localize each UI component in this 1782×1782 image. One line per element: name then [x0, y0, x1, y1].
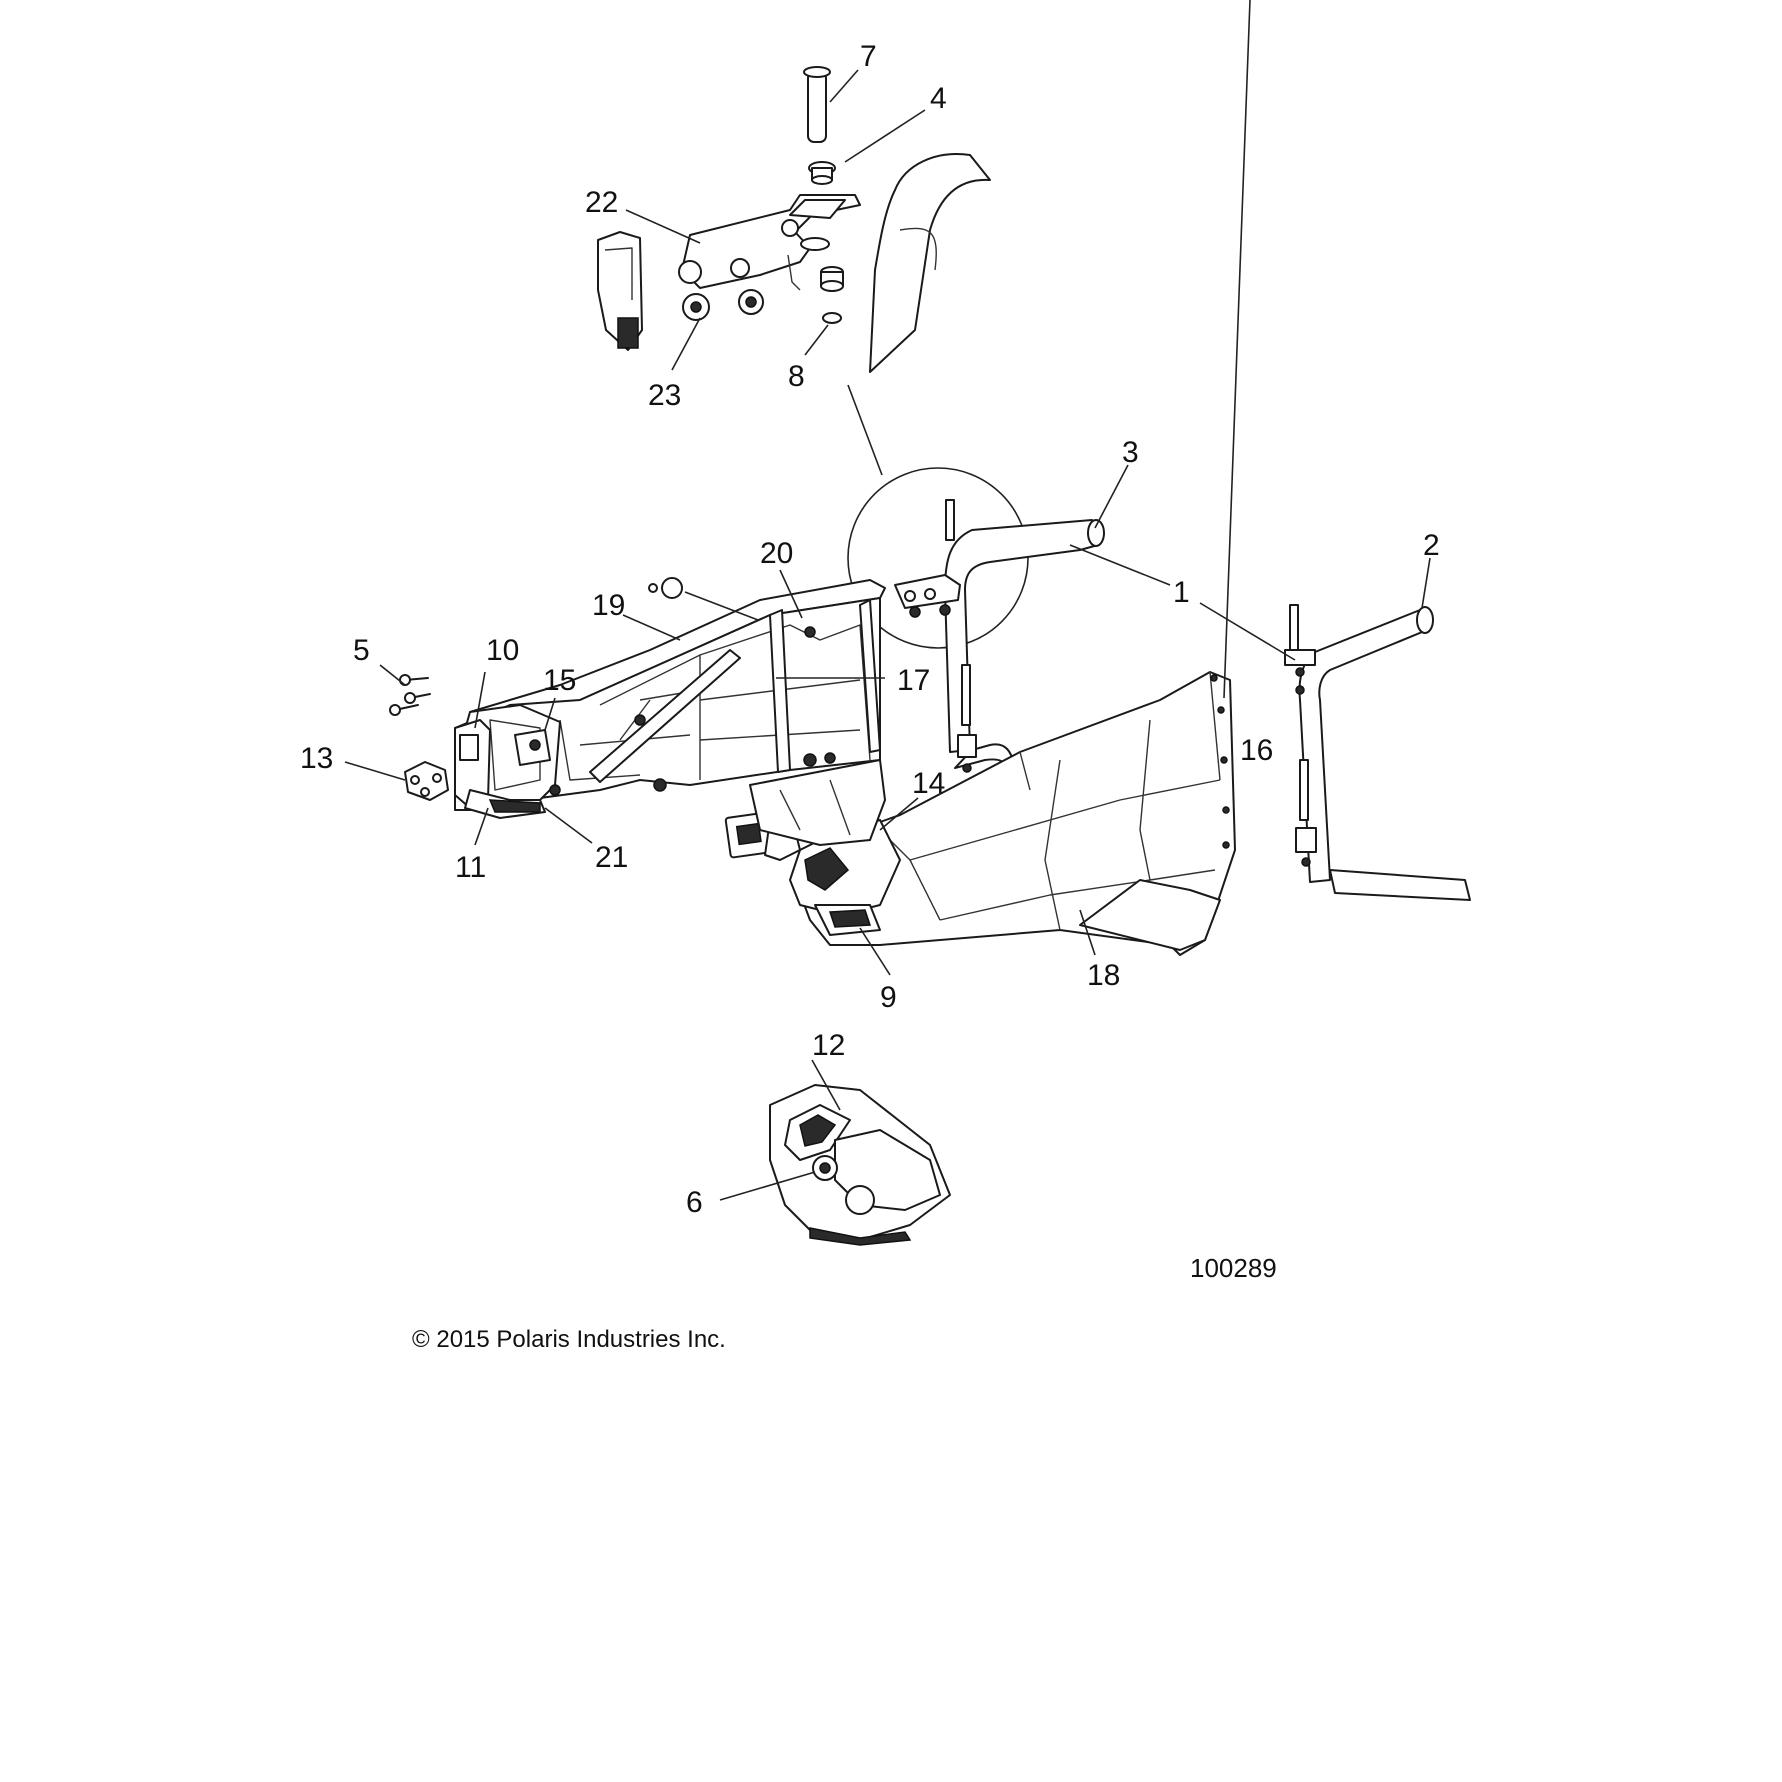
- bushing-part-4: [808, 161, 836, 185]
- callout-22: 22: [585, 186, 618, 219]
- lower-bushing: [820, 266, 844, 292]
- callout-16: 16: [1240, 734, 1273, 767]
- callout-15: 15: [543, 664, 576, 697]
- callout-8: 8: [788, 360, 805, 393]
- callout-19: 19: [592, 589, 625, 622]
- roll-bar-part-3: [894, 499, 1105, 790]
- callout-13: 13: [300, 742, 333, 775]
- hinge-bracket-detail: [597, 66, 991, 373]
- callout-20: 20: [760, 537, 793, 570]
- callout-12: 12: [812, 1029, 845, 1062]
- callout-14: 14: [912, 767, 945, 800]
- callout-11: 11: [455, 851, 486, 884]
- roll-bar-part-2: [1284, 604, 1471, 901]
- callout-18: 18: [1087, 959, 1120, 992]
- body-panel-part-18: [724, 671, 1236, 956]
- callout-1: 1: [1173, 576, 1190, 609]
- callout-23: 23: [648, 379, 681, 412]
- callout-21: 21: [595, 841, 628, 874]
- hinge-bracket-part-22: [678, 194, 861, 291]
- callout-5: 5: [353, 634, 370, 667]
- main-frame: [454, 577, 886, 819]
- callout-7: 7: [860, 40, 877, 73]
- callout-17: 17: [897, 664, 930, 697]
- nuts-part-23: [682, 289, 764, 321]
- callout-2: 2: [1423, 529, 1440, 562]
- drawing-number: 100289: [1190, 1253, 1277, 1283]
- callout-6: 6: [686, 1186, 703, 1219]
- callout-4: 4: [930, 82, 947, 115]
- washer-part-8: [822, 312, 842, 324]
- leader-lines: [344, 0, 1431, 1201]
- bracket-part-12: [769, 1084, 951, 1246]
- copyright-notice: © 2015 Polaris Industries Inc.: [412, 1326, 726, 1353]
- plate-part-13: [404, 761, 449, 801]
- callout-labels: 7 4 22 23 8 3 1 2 20 19 17 5 10 15 13 16…: [300, 40, 1440, 1219]
- bolts-part-5: [389, 674, 431, 716]
- callout-3: 3: [1122, 436, 1139, 469]
- callout-10: 10: [486, 634, 519, 667]
- pin-part-7: [803, 66, 831, 143]
- callout-9: 9: [880, 981, 897, 1014]
- detail-circle: [847, 384, 1029, 649]
